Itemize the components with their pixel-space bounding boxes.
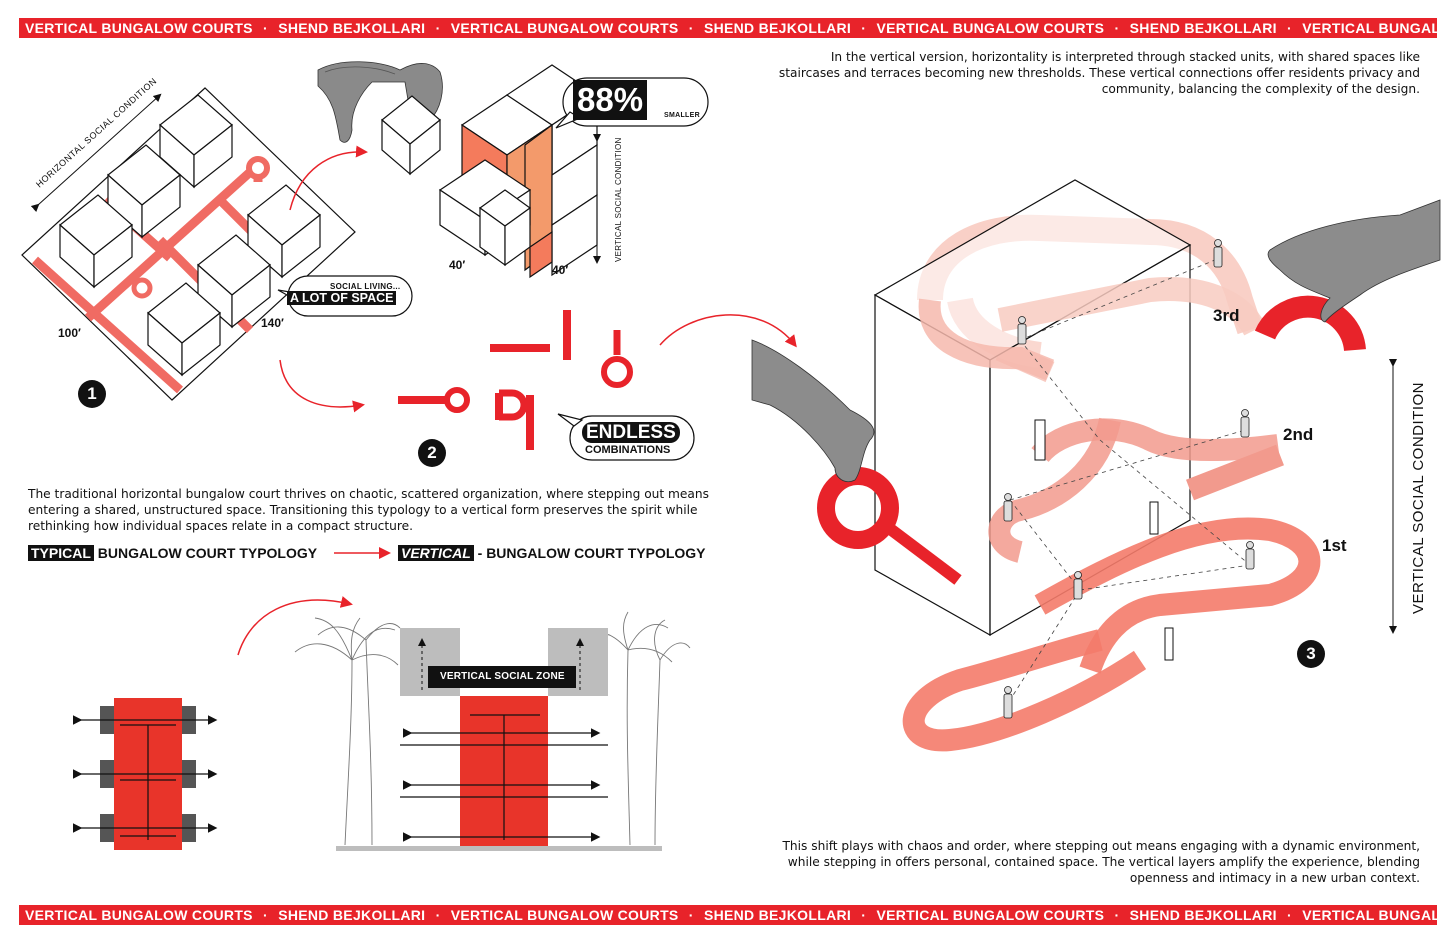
dimension-140: 140′: [261, 316, 284, 330]
held-cube: [381, 95, 441, 176]
vertical-rest: - BUNGALOW COURT TYPOLOGY: [473, 545, 706, 561]
floor-3rd-label: 3rd: [1213, 306, 1240, 325]
banner-item: VERTICAL BUNGALOW COURTS: [876, 907, 1105, 923]
site-plan-diagram: [21, 87, 356, 401]
intro-paragraph: In the vertical version, horizontality i…: [778, 50, 1420, 96]
description-paragraph: The traditional horizontal bungalow cour…: [28, 487, 709, 533]
banner-item: SHEND BEJKOLLARI: [278, 20, 426, 36]
door: [1149, 501, 1159, 535]
hand-icon: [1267, 199, 1441, 323]
banner-item: SHEND BEJKOLLARI: [703, 907, 852, 923]
dimension-100: 100′: [58, 326, 81, 340]
person-icon: [1003, 239, 1255, 719]
typical-plan-view: [52, 698, 242, 850]
floor-1st-label: 1st: [1322, 536, 1347, 555]
potential-expansion-label: POTENTIAL FOR VERTICAL EXPANSION: [399, 608, 619, 620]
banner-item: VERTICAL BUNGALOW COURTS: [1302, 20, 1437, 36]
vertical-tag: VERTICAL: [398, 545, 474, 561]
top-banner: VERTICAL BUNGALOW COURTS · SHEND BEJKOLL…: [19, 18, 1437, 38]
node-circle: [131, 277, 153, 299]
curved-arrow: [659, 314, 797, 348]
social-living-small: SOCIAL LIVING...: [330, 282, 401, 291]
door: [1164, 627, 1174, 661]
vertical-axis-label-small: VERTICAL SOCIAL CONDITION: [614, 137, 623, 262]
step-1-badge: 1: [78, 380, 106, 408]
combinations-label: COMBINATIONS: [585, 444, 671, 456]
curved-arrow: [279, 359, 365, 413]
node-circle: [246, 156, 270, 180]
vertical-axis-label-right: VERTICAL SOCIAL CONDITION: [1410, 382, 1427, 614]
banner-item: VERTICAL BUNGALOW COURTS: [876, 20, 1105, 36]
formula-label: 1 + 2 + 3: [44, 572, 148, 596]
percent-sub-label: SMALLER: [664, 112, 700, 119]
banner-item: SHEND BEJKOLLARI: [703, 20, 852, 36]
shift-paragraph: This shift plays with chaos and order, w…: [782, 839, 1420, 885]
dimension-40-right: 40′: [552, 263, 569, 277]
palm-tree-icon: [294, 617, 401, 846]
section-caption: *THE NEW* SECTION VIEW: [422, 860, 576, 872]
endless-label: ENDLESS: [582, 422, 680, 443]
banner-item: VERTICAL BUNGALOW COURTS: [25, 20, 253, 36]
plan-section-drawing: [52, 596, 691, 851]
hand-icon: [751, 339, 875, 483]
typology-heading: TYPICAL BUNGALOW COURT TYPOLOGY VERTICAL…: [28, 544, 718, 564]
floor-2nd-label: 2nd: [1283, 425, 1314, 444]
horizontal-zone-label: HORIZONTAL SOCIAL ZONE: [83, 674, 223, 685]
a-lot-of-space-label: A LOT OF SPACE: [287, 291, 397, 305]
plan-caption: TYPICAL PLAN VIEW: [92, 860, 209, 872]
door: [1034, 419, 1046, 461]
step-2-badge: 2: [418, 439, 446, 467]
banner-item: VERTICAL BUNGALOW COURTS: [450, 20, 679, 36]
percent-label: 88%: [573, 80, 648, 120]
endless-combinations-symbols: [398, 310, 633, 450]
banner-item: SHEND BEJKOLLARI: [1129, 907, 1277, 923]
vertical-zone-label-bg: [428, 666, 576, 688]
curved-arrow: [289, 145, 368, 211]
typical-tag: TYPICAL: [28, 545, 94, 561]
banner-item: SHEND BEJKOLLARI: [278, 907, 426, 923]
horizontal-axis-arrow: [30, 93, 162, 212]
typical-rest: BUNGALOW COURT TYPOLOGY: [93, 545, 318, 561]
vertical-zone-label: VERTICAL SOCIAL ZONE: [440, 671, 565, 682]
ground-line: [336, 846, 662, 851]
bottom-banner: VERTICAL BUNGALOW COURTS · SHEND BEJKOLL…: [19, 905, 1437, 925]
banner-item: VERTICAL BUNGALOW COURTS: [450, 907, 679, 923]
step-3-badge: 3: [1297, 640, 1325, 668]
banner-item: VERTICAL BUNGALOW COURTS: [25, 907, 253, 923]
dimension-40-left: 40′: [449, 258, 466, 272]
banner-item: VERTICAL BUNGALOW COURTS: [1302, 907, 1437, 923]
vertical-building-diagram: [751, 179, 1441, 752]
arc-piece: [1254, 295, 1366, 352]
banner-item: SHEND BEJKOLLARI: [1129, 20, 1277, 36]
